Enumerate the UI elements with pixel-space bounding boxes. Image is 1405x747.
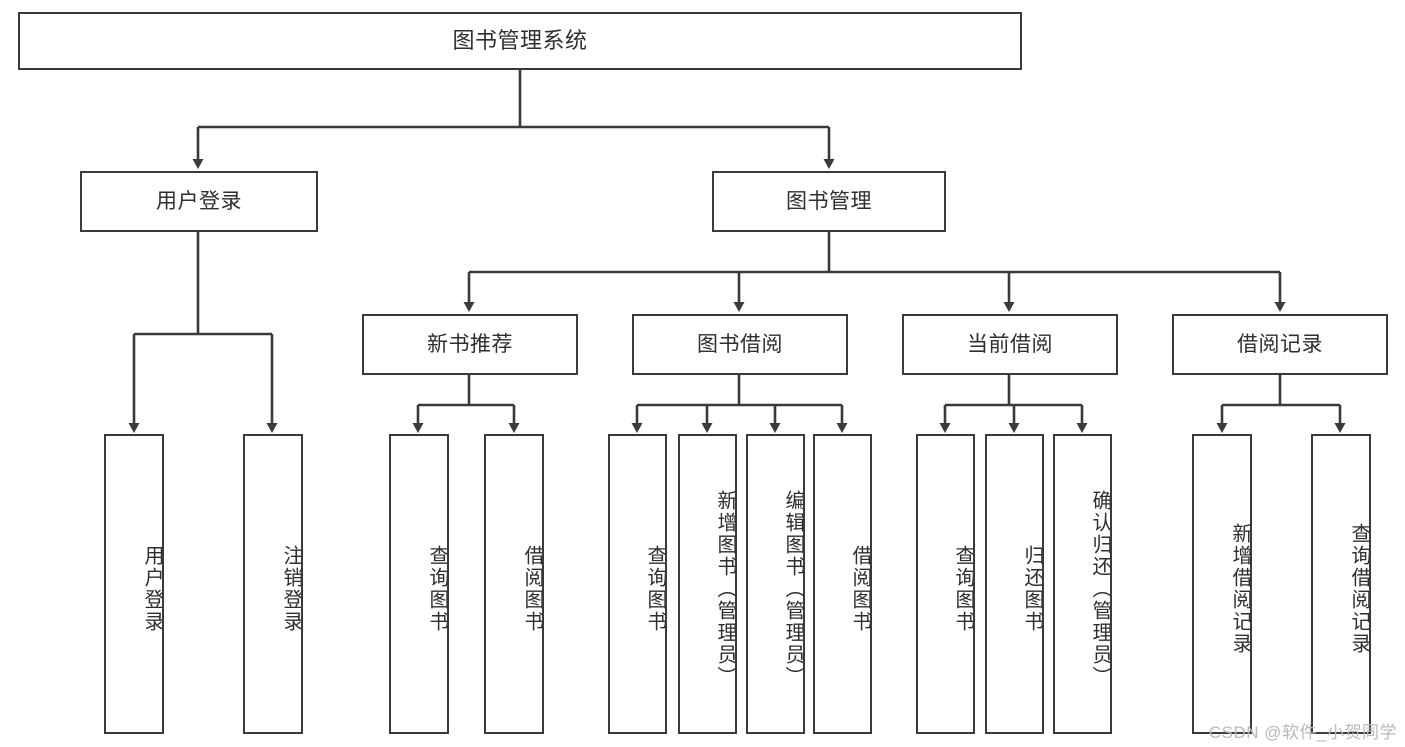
leaf-user-login-logout[interactable]: 注销登录 [243, 434, 303, 734]
leaf-label: 注销登录 [280, 545, 302, 633]
leaf-label: 借阅图书 [521, 545, 543, 633]
leaf-label: 用户登录 [141, 545, 163, 633]
leaf-label: 查询借阅记录 [1348, 523, 1370, 655]
leaf-label: 归还图书 [1021, 545, 1043, 633]
node-root-system[interactable]: 图书管理系统 [18, 12, 1022, 70]
node-book-management[interactable]: 图书管理 [712, 171, 946, 232]
node-borrow-record[interactable]: 借阅记录 [1172, 314, 1388, 375]
leaf-label: 查询图书 [952, 545, 974, 633]
leaf-user-login-login[interactable]: 用户登录 [104, 434, 164, 734]
leaf-label: 新增图书（管理员） [714, 490, 736, 688]
leaf-book-borrow-add-book-admin[interactable]: 新增图书（管理员） [678, 434, 737, 734]
leaf-label: 查询图书 [426, 545, 448, 633]
node-user-login[interactable]: 用户登录 [80, 171, 318, 232]
leaf-current-borrow-query-book[interactable]: 查询图书 [916, 434, 975, 734]
leaf-label: 确认归还（管理员） [1089, 490, 1111, 688]
leaf-label: 编辑图书（管理员） [782, 490, 804, 688]
leaf-current-borrow-return-book[interactable]: 归还图书 [985, 434, 1044, 734]
leaf-borrow-record-add-record[interactable]: 新增借阅记录 [1192, 434, 1252, 734]
leaf-label: 借阅图书 [849, 545, 871, 633]
node-current-borrow[interactable]: 当前借阅 [902, 314, 1118, 375]
node-new-book-recommend[interactable]: 新书推荐 [362, 314, 578, 375]
leaf-label: 新增借阅记录 [1229, 523, 1251, 655]
node-book-borrow[interactable]: 图书借阅 [632, 314, 848, 375]
leaf-new-book-borrow-book[interactable]: 借阅图书 [484, 434, 544, 734]
watermark-text: CSDN @软件_小贺同学 [1208, 723, 1397, 742]
leaf-new-book-query-book[interactable]: 查询图书 [389, 434, 449, 734]
leaf-current-borrow-confirm-return-admin[interactable]: 确认归还（管理员） [1053, 434, 1112, 734]
leaf-borrow-record-query-record[interactable]: 查询借阅记录 [1311, 434, 1371, 734]
leaf-label: 查询图书 [644, 545, 666, 633]
leaf-book-borrow-query-book[interactable]: 查询图书 [608, 434, 667, 734]
leaf-book-borrow-borrow-book[interactable]: 借阅图书 [813, 434, 872, 734]
leaf-book-borrow-edit-book-admin[interactable]: 编辑图书（管理员） [746, 434, 805, 734]
